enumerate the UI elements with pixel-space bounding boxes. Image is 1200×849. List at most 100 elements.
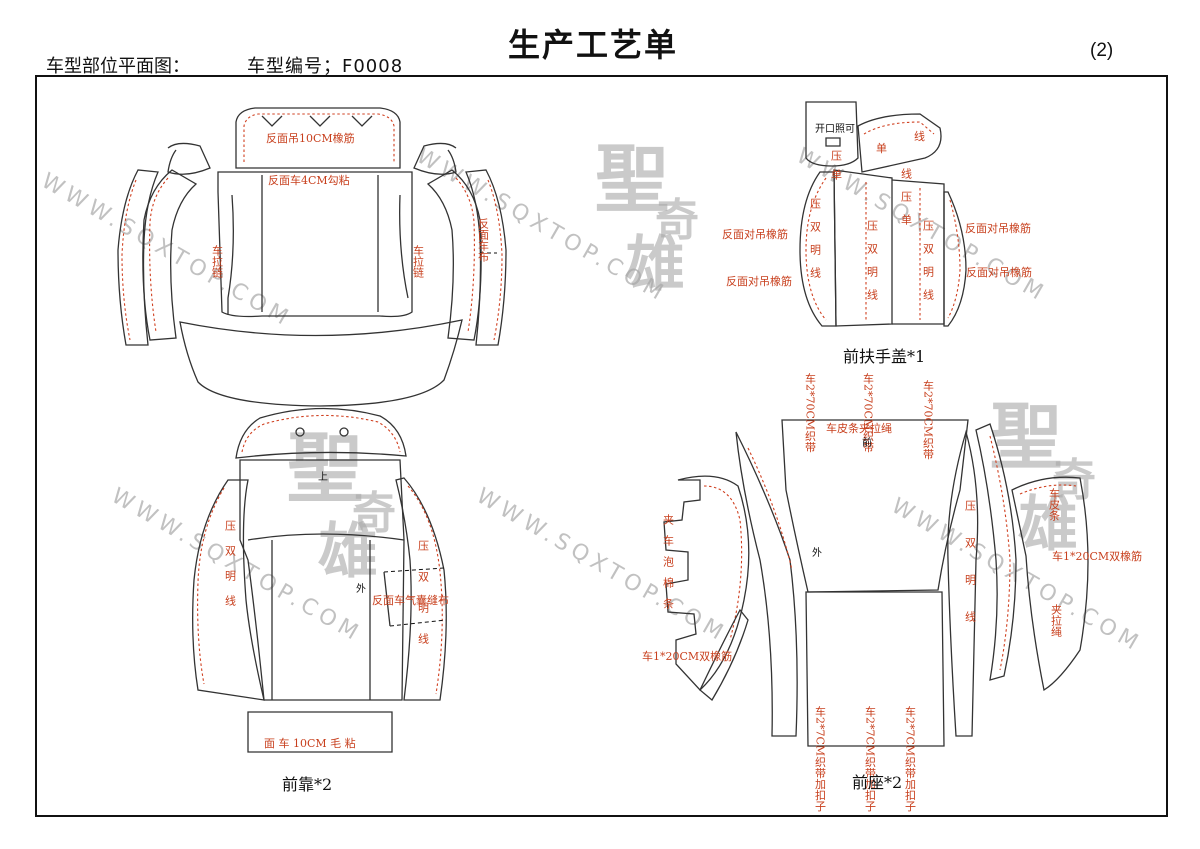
pattern-piece-right-wing: [395, 477, 447, 701]
elastic-markers: [261, 115, 373, 127]
panel-curve: [227, 194, 409, 315]
pattern-piece-right-flap: [413, 142, 457, 175]
drawing-frame: [35, 75, 1168, 817]
pattern-piece-left-wing: [192, 479, 265, 701]
seam-line: [989, 435, 1011, 671]
pattern-piece-bottom-strip: [247, 711, 393, 753]
annotation: 单: [876, 142, 887, 155]
annotation: 车拉链: [412, 244, 425, 278]
annotation: 车1*20CM双橡筋: [642, 649, 732, 663]
watermark-logo-char: 聖: [287, 424, 363, 513]
watermarks: WWW.SQXTOP.COM WWW.SQXTOP.COM WWW.SQXTOP…: [37, 137, 1146, 658]
pattern-piece-right-side: [426, 169, 482, 341]
annotation: 夹车泡棉条: [662, 514, 675, 619]
pattern-piece-left-outer: [117, 169, 159, 346]
watermark-url: WWW.SQXTOP.COM: [887, 494, 1146, 658]
annotation: 前: [862, 436, 872, 449]
caption-front-armrest: 前扶手盖*1: [843, 347, 925, 366]
annotation: 反面车4CM勾粘: [268, 173, 350, 187]
opening-marker: [825, 137, 841, 147]
annotation: 面 车 10CM 毛 粘: [264, 736, 356, 750]
caption-front-seat: 前座*2: [852, 773, 902, 792]
front-backrest-lower-pattern: [192, 407, 447, 753]
annotation: 线压单: [900, 167, 913, 237]
watermark-url: WWW.SQXTOP.COM: [37, 169, 296, 333]
front-seat-pattern: [663, 419, 1089, 747]
pattern-piece-seat-back: [239, 459, 405, 701]
annotation: 车2*7CM织带加扣子: [904, 705, 917, 812]
model-number: 车型编号；F0008: [247, 56, 404, 77]
pattern-piece-left-flap: [167, 142, 211, 175]
pattern-piece-bottom-flap: [179, 319, 463, 407]
annotation: 反面对吊橡筋: [966, 265, 1032, 279]
pattern-piece-armrest-top: [857, 113, 942, 173]
pattern-piece-armrest-left-side: [799, 171, 837, 327]
watermark-logo-char: 聖: [595, 137, 669, 223]
annotation: 车2*70CM织带: [862, 372, 875, 453]
seam-line: [149, 177, 169, 333]
annotation: 线: [914, 129, 925, 143]
watermark-logo-char: 奇: [1052, 455, 1096, 506]
seam-line: [455, 177, 475, 333]
caption-front-backrest: 前靠*2: [282, 775, 332, 794]
annotation: 压双明线: [964, 500, 977, 648]
pattern-piece-seat-right-outer: [975, 423, 1017, 681]
airbag-seam-guide: [383, 567, 447, 627]
airbag-panel-edge: [383, 571, 391, 627]
pattern-piece-armrest-tab: [805, 101, 859, 167]
watermark-logo-char: 奇: [655, 195, 699, 246]
annotation: 反面对吊橡筋: [965, 221, 1031, 235]
seam-line: [241, 414, 401, 453]
annotation: 压双明线: [809, 198, 822, 290]
seam-line: [121, 179, 137, 341]
annotation: 压单: [830, 150, 843, 188]
pattern-piece-right-outer: [465, 169, 507, 346]
hole-marker: [339, 427, 349, 437]
pattern-piece-headrest-top: [235, 107, 401, 169]
pattern-piece-headrest: [235, 407, 407, 459]
annotation: 反面对吊橡筋: [726, 274, 792, 288]
annotation: 车2*70CM织带: [804, 372, 817, 453]
hole-marker: [295, 427, 305, 437]
annotation: 外: [356, 583, 366, 595]
front-backrest-upper-pattern: [117, 107, 507, 407]
annotation: 车2*70CM织带: [922, 379, 935, 460]
annotation: 车2*7CM织带加扣子: [864, 705, 877, 812]
drawing-type-label: 车型部位平面图：: [46, 56, 190, 77]
annotation: 上: [318, 471, 328, 483]
annotation: 压双明线: [417, 540, 430, 664]
seam-line: [407, 485, 443, 695]
pattern-piece-seat-left-flap: [663, 475, 750, 691]
annotation: 压双明线: [866, 220, 879, 312]
seam-line: [865, 182, 921, 320]
annotation: 夹拉绳: [1050, 604, 1063, 637]
pattern-piece-seat-left-side: [735, 431, 798, 737]
annotation: 外: [812, 547, 822, 559]
annotation: 反面吊10CM橡筋: [266, 131, 355, 145]
annotation: 压双明线: [224, 520, 237, 620]
pattern-piece-seat-front: [781, 419, 969, 593]
annotation: 车拉链: [211, 244, 224, 278]
pattern-piece-back-center: [217, 171, 413, 318]
seam-line: [747, 447, 793, 571]
annotation: 反面对吊橡筋: [722, 227, 788, 241]
annotation: 反面车布: [477, 218, 490, 263]
watermark-logo-char: 雄: [318, 517, 378, 587]
seam-line: [863, 121, 935, 135]
pattern-piece-seat-right-side: [947, 429, 979, 737]
watermark-url: WWW.SQXTOP.COM: [472, 484, 731, 648]
panel-curve: [247, 533, 405, 541]
panel-divider: [261, 175, 379, 312]
pattern-piece-left-side: [142, 169, 198, 341]
annotation: 车皮条: [1048, 487, 1061, 521]
pattern-piece-seat-rear: [805, 591, 945, 747]
watermark-logo-char: 奇: [352, 488, 396, 539]
seam-line: [243, 113, 395, 162]
pattern-piece-seat-right-flap: [1011, 476, 1089, 692]
watermark-logo-char: 雄: [625, 230, 685, 300]
pattern-piece-seat-left-tab: [699, 608, 749, 701]
front-armrest-pattern: [799, 101, 967, 327]
annotation: 开口照可: [815, 123, 855, 135]
annotation: 车1*20CM双橡筋: [1052, 549, 1142, 563]
